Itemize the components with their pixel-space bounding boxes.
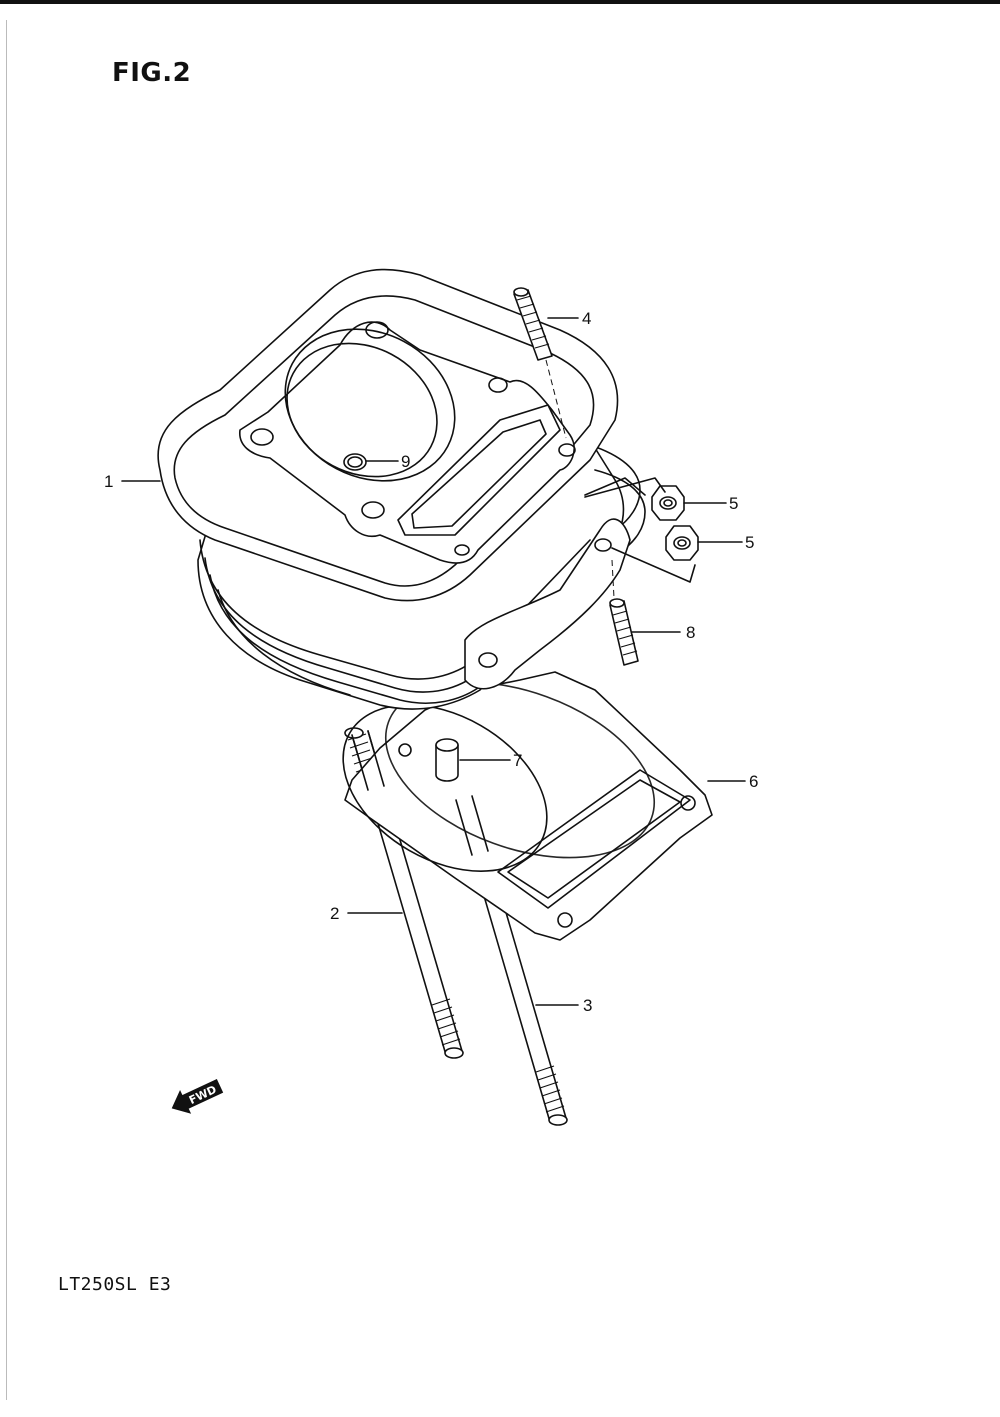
page-top-rule xyxy=(0,0,1000,4)
callout-3: 3 xyxy=(583,996,592,1015)
forward-arrow-icon: FWD xyxy=(171,1079,224,1114)
callout-4: 4 xyxy=(582,309,591,328)
stud-bolt-short-4 xyxy=(513,287,567,439)
flange-nut-lower xyxy=(665,525,699,561)
flange-nut-upper xyxy=(651,485,685,521)
cylinder-body xyxy=(157,268,646,710)
callout-5-lower: 5 xyxy=(745,533,754,552)
callout-6: 6 xyxy=(749,772,758,791)
callout-8: 8 xyxy=(686,623,695,642)
figure-title: FIG.2 xyxy=(112,58,192,88)
callout-7: 7 xyxy=(513,751,522,770)
stud-bolt-8 xyxy=(609,559,639,666)
callout-2: 2 xyxy=(330,904,339,923)
stud-bolt-tops xyxy=(351,730,489,856)
dowel-pin xyxy=(435,738,459,782)
nut-leader-bracket xyxy=(584,477,696,583)
callout-1: 1 xyxy=(104,472,113,491)
callout-5-upper: 5 xyxy=(729,494,738,513)
model-code: LT250SL E3 xyxy=(58,1274,172,1295)
page-left-edge xyxy=(6,20,7,1400)
callout-9: 9 xyxy=(401,452,410,471)
callout-leaders xyxy=(121,317,746,1006)
